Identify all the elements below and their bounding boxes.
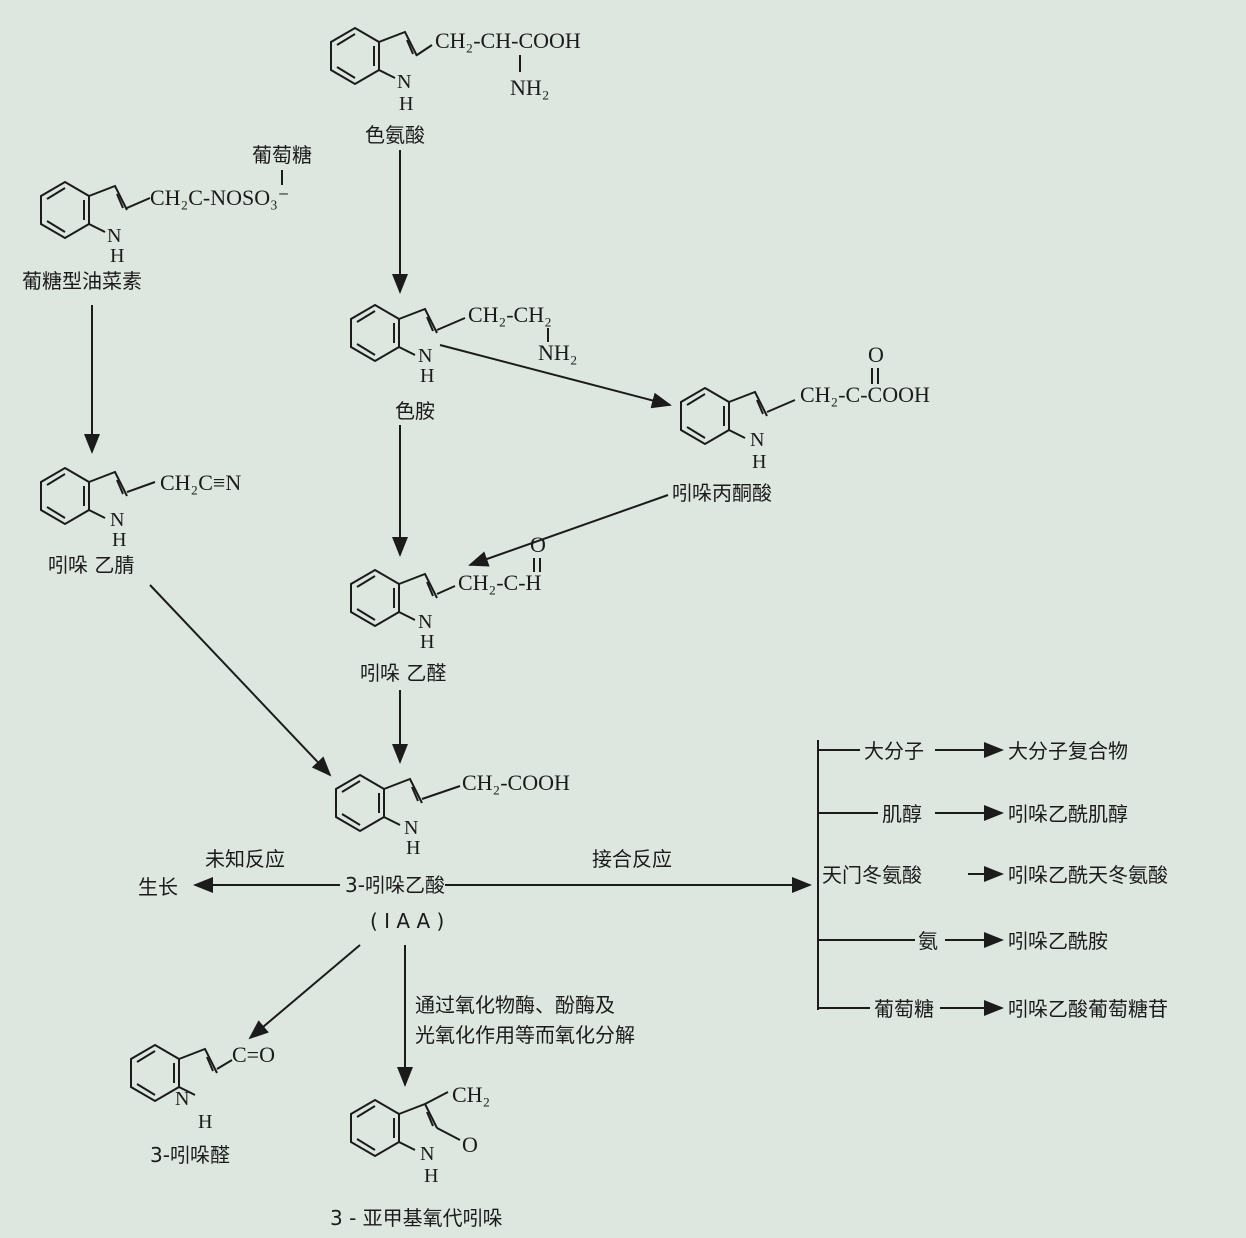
- tryptophan-amine: NH₂: [510, 75, 549, 100]
- atom-n: N: [418, 345, 432, 367]
- oxidation-label-2: 光氧化作用等而氧化分解: [415, 1023, 635, 1047]
- conjugate-product: 大分子复合物: [1008, 739, 1128, 763]
- indolepyruvic-chain: CH₂-C-COOH: [800, 382, 930, 407]
- keto-oxygen: O: [868, 342, 884, 367]
- atom-h: H: [420, 365, 434, 387]
- atom-n: N: [110, 509, 124, 531]
- oxidation-label-1: 通过氧化物酶、酚酶及: [415, 993, 615, 1017]
- conjugate-aspartate: 天门冬氨酸 吲哚乙酰天冬氨酸: [822, 863, 1168, 887]
- conjugate-product: 吲哚乙酰天冬氨酸: [1008, 863, 1168, 887]
- atom-h: H: [406, 837, 420, 859]
- glucobrassicin-label: 葡糖型油菜素: [22, 269, 142, 293]
- iaa-chain: CH₂-COOH: [462, 770, 570, 795]
- tryptamine-chain: CH₂-CH₂: [468, 302, 552, 327]
- conjugate-macromolecule: 大分子 大分子复合物: [818, 739, 1128, 763]
- indolepyruvic-label: 吲哚丙酮酸: [672, 481, 772, 505]
- atom-h: H: [399, 93, 413, 115]
- indolealdehyde-chain: C=O: [232, 1042, 275, 1067]
- tryptamine: N H CH₂-CH₂ NH₂ 色胺: [351, 302, 577, 423]
- tryptophan-chain: CH₂-CH-COOH: [435, 28, 581, 53]
- tryptophan: N H CH₂-CH-COOH NH₂ 色氨酸: [331, 28, 581, 147]
- indoleacetaldehyde-chain: CH₂-C-H: [458, 570, 542, 595]
- arrow-iaa-to-indolealdehyde: [248, 944, 361, 1040]
- methylene-group: CH₂: [452, 1082, 490, 1107]
- conjugate-ammonia: 氨 吲哚乙酰胺: [818, 929, 1108, 953]
- atom-h: H: [424, 1165, 438, 1187]
- atom-n: N: [404, 817, 418, 839]
- methyleneoxindole: CH₂ O N H 3 - 亚甲基氧代吲哚: [330, 1082, 503, 1230]
- iaa-abbr: ( I A A ): [370, 909, 444, 933]
- conjugate-inositol: 肌醇 吲哚乙酰肌醇: [818, 802, 1128, 826]
- atom-h: H: [198, 1111, 212, 1133]
- conjugate-product: 吲哚乙酰肌醇: [1008, 802, 1128, 826]
- conjugate-product: 吲哚乙酸葡萄糖苷: [1008, 997, 1168, 1021]
- conjugate-partner: 葡萄糖: [874, 997, 934, 1021]
- conjugation-label: 接合反应: [592, 847, 672, 871]
- glucobrassicin: 葡萄糖 N H CH₂C-NOSO₃⁻ 葡糖型油菜素: [22, 143, 312, 293]
- arrow-ian-to-iaa: [149, 584, 332, 777]
- atom-n: N: [175, 1088, 189, 1110]
- atom-h: H: [110, 245, 124, 267]
- growth-label: 生长: [138, 875, 178, 899]
- atom-n: N: [397, 71, 411, 93]
- tryptamine-amine: NH₂: [538, 340, 577, 365]
- conjugate-partner: 大分子: [864, 739, 924, 763]
- glucobrassicin-chain: CH₂C-NOSO₃⁻: [150, 185, 289, 210]
- conjugate-partner: 氨: [918, 929, 938, 953]
- iaa-label: 3-吲哚乙酸: [345, 873, 445, 897]
- conjugate-partner: 天门冬氨酸: [822, 863, 922, 887]
- atom-h: H: [752, 451, 766, 473]
- pathway-arrows: [84, 150, 819, 1087]
- arrow-ipa-to-aldehyde: [468, 494, 669, 567]
- indolepyruvic-acid: N H CH₂-C-COOH O 吲哚丙酮酸: [672, 342, 930, 505]
- indoleacetonitrile-chain: CH₂C≡N: [160, 470, 241, 495]
- aldehyde-oxygen: O: [530, 532, 546, 557]
- atom-h: H: [420, 631, 434, 653]
- atom-n: N: [107, 225, 121, 247]
- glucose-reagent-label: 葡萄糖: [252, 143, 312, 167]
- conjugate-list: 大分子 大分子复合物 肌醇 吲哚乙酰肌醇 天门冬氨酸 吲哚乙酰天冬氨酸 氨 吲哚…: [818, 739, 1168, 1021]
- indoleacetonitrile: N H CH₂C≡N 吲哚 乙腈: [41, 468, 241, 577]
- indolealdehyde-label: 3-吲哚醛: [150, 1143, 230, 1167]
- iaa: N H CH₂-COOH 3-吲哚乙酸 ( I A A ): [336, 770, 570, 933]
- indole-ring: [131, 1045, 217, 1101]
- conjugate-glucose: 葡萄糖 吲哚乙酸葡萄糖苷: [818, 997, 1168, 1021]
- indole-3-aldehyde: N H C=O 3-吲哚醛: [131, 1042, 275, 1167]
- indoleacetaldehyde: N H CH₂-C-H O 吲哚 乙醛: [351, 532, 546, 685]
- oxo-oxygen: O: [462, 1132, 478, 1157]
- atom-n: N: [418, 611, 432, 633]
- atom-h: H: [112, 529, 126, 551]
- methyleneoxindole-label: 3 - 亚甲基氧代吲哚: [330, 1206, 503, 1230]
- indoleacetonitrile-label: 吲哚 乙腈: [48, 553, 134, 577]
- arrow-to-indolepyruvic: [439, 344, 672, 409]
- unknown-reaction-label: 未知反应: [205, 847, 285, 871]
- indoleacetaldehyde-label: 吲哚 乙醛: [360, 661, 446, 685]
- conjugate-partner: 肌醇: [882, 802, 922, 826]
- atom-n: N: [750, 429, 764, 451]
- conjugate-product: 吲哚乙酰胺: [1008, 929, 1108, 953]
- tryptamine-label: 色胺: [395, 399, 435, 423]
- atom-n: N: [420, 1143, 434, 1165]
- tryptophan-label: 色氨酸: [365, 123, 425, 147]
